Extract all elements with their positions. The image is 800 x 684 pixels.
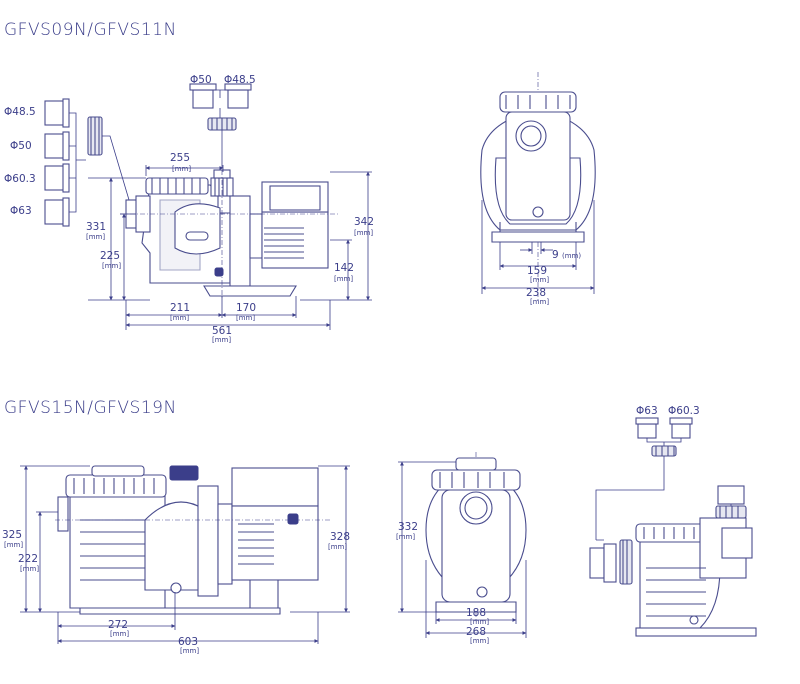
dim-unit: [mm]: [396, 533, 415, 541]
fitting-label: Φ60.3: [4, 173, 36, 185]
dim-unit: [mm]: [86, 233, 105, 241]
dim-unit: [mm]: [354, 229, 373, 237]
section-title-gfvs15n-gfvs19n: GFVS15N/GFVS19N: [4, 398, 177, 418]
dim-unit: [mm]: [4, 541, 23, 549]
outlet-fitting-label: Φ48.5: [224, 74, 256, 86]
dim-label-603: 603: [178, 636, 198, 648]
dim-label-328: 328: [330, 531, 350, 543]
top-front-dimensions: 9 (mm) 159 [mm] 238 [mm]: [481, 200, 595, 306]
dim-label-255: 255: [170, 152, 190, 164]
dim-label-325: 325: [2, 529, 22, 541]
top-side-dimensions: 255 [mm] 331 [mm] 225 [mm] 342 [mm] 142 …: [86, 152, 374, 344]
bottom-exploded-view: Φ63 Φ60.3: [589, 405, 757, 637]
dim-unit: [mm]: [212, 336, 231, 344]
dim-label-272: 272: [108, 619, 128, 631]
dim-label-332: 332: [398, 521, 418, 533]
dim-label-225: 225: [100, 250, 120, 262]
dim-label-342: 342: [354, 216, 374, 228]
dim-label-142: 142: [334, 262, 354, 274]
dim-unit: [mm]: [530, 298, 549, 306]
dim-unit-mm: (mm): [562, 252, 581, 260]
dim-label-159: 159: [527, 265, 547, 277]
fitting-label: Φ48.5: [4, 106, 36, 118]
dim-unit: [mm]: [470, 618, 489, 626]
dim-label-222: 222: [18, 553, 38, 565]
dim-label-188: 188: [466, 607, 486, 619]
top-fitting-list: Φ48.5 Φ50 Φ60.3 Φ63: [4, 98, 133, 227]
exploded-fitting-label: Φ63: [636, 405, 658, 417]
dim-label-9: 9: [552, 249, 559, 261]
outlet-fitting-label: Φ50: [190, 74, 212, 86]
bottom-front-dimensions: 332 [mm] 188 [mm] 268 [mm]: [396, 461, 527, 645]
dim-unit: [mm]: [334, 275, 353, 283]
dim-unit: [mm]: [470, 637, 489, 645]
dim-unit: [mm]: [328, 543, 347, 551]
dim-unit: [mm]: [110, 630, 129, 638]
dim-unit: [mm]: [530, 276, 549, 284]
bottom-side-dimensions: 325 [mm] 222 [mm] 328 [mm] 272 [mm] 603 …: [2, 465, 350, 655]
dim-label-170: 170: [236, 302, 256, 314]
fitting-label: Φ50: [10, 140, 32, 152]
exploded-fitting-label: Φ60.3: [668, 405, 700, 417]
top-front-pump: [480, 72, 596, 302]
dim-unit: [mm]: [172, 165, 191, 173]
union-nut-icon: [87, 116, 103, 156]
top-side-pump: [120, 169, 340, 300]
dim-unit: [mm]: [20, 565, 39, 573]
dim-label-331: 331: [86, 221, 106, 233]
dim-label-561: 561: [212, 325, 232, 337]
dim-label-211: 211: [170, 302, 190, 314]
dim-unit: [mm]: [170, 314, 189, 322]
bottom-side-pump: [55, 465, 330, 615]
dim-label-238: 238: [526, 287, 546, 299]
fitting-icon: [44, 98, 70, 227]
dim-unit: [mm]: [102, 262, 121, 270]
dim-label-268: 268: [466, 626, 486, 638]
dim-unit: [mm]: [180, 647, 199, 655]
top-outlet-fittings: Φ50 Φ48.5: [189, 74, 256, 168]
fitting-label: Φ63: [10, 205, 32, 217]
dim-unit: [mm]: [236, 314, 255, 322]
section-title-gfvs09n-gfvs11n: GFVS09N/GFVS11N: [4, 20, 177, 40]
bottom-front-pump: [425, 452, 527, 620]
